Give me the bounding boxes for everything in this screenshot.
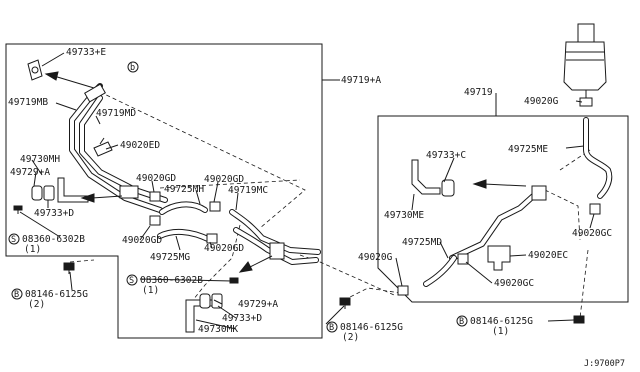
- screw-left-part: [13, 205, 23, 214]
- dashed-guide-lines: [69, 91, 591, 319]
- callout-b-mid-letter: B: [329, 323, 334, 333]
- label-49719mc: 49719MC: [228, 185, 268, 196]
- label-bolt-left-qty: (2): [28, 299, 45, 310]
- label-49730me: 49730ME: [384, 210, 424, 221]
- callout-circle-s-left: [8, 233, 20, 245]
- left-pipe-assembly: [69, 83, 168, 213]
- callout-b-letter: b: [130, 63, 135, 73]
- hose-49725md: [423, 255, 457, 287]
- grommet-49729a-left: [31, 185, 43, 201]
- callout-b-right-letter: B: [459, 317, 464, 327]
- label-49725me: 49725ME: [508, 144, 548, 155]
- label-bolt-left: 08146-6125G: [25, 289, 88, 300]
- label-49725mh: 49725MH: [164, 184, 204, 195]
- label-bolt-mid-qty: (2): [342, 332, 359, 343]
- label-49733d-mid: 49733+D: [222, 313, 262, 324]
- label-49020g-mid: 49020G: [358, 252, 393, 263]
- clamp-49020gc-right: [589, 203, 601, 215]
- hose-49725mg: [157, 228, 213, 243]
- bracket-49020ec: [487, 245, 511, 271]
- label-screw-left: 08360-6302B: [22, 234, 85, 245]
- label-49020ed: 49020ED: [120, 140, 160, 151]
- label-screw-mid-qty: (1): [142, 285, 159, 296]
- label-49020g-top: 49020G: [524, 96, 559, 107]
- left-assembly-frame: [5, 43, 323, 339]
- bolt-left-part: [63, 262, 75, 274]
- diagram-code: J:9700P7: [584, 359, 625, 369]
- label-49020gd-b: 49020GD: [204, 174, 244, 185]
- label-bolt-right-qty: (1): [492, 326, 509, 337]
- label-49733e: 49733+E: [66, 47, 106, 58]
- label-bolt-mid: 08146-6125G: [340, 322, 403, 333]
- right-assembly-frame: [377, 115, 629, 303]
- label-49733d-left: 49733+D: [34, 208, 74, 219]
- clamp-49020gd-c: [149, 215, 161, 226]
- label-49729a-mid: 49729+A: [238, 299, 278, 310]
- callout-b-left-letter: B: [14, 290, 19, 300]
- label-screw-mid: 08360-6302B: [140, 275, 203, 286]
- callout-circle-b-right: [456, 315, 468, 327]
- callout-circle-b: [127, 61, 139, 73]
- label-49020gc-right: 49020GC: [572, 228, 612, 239]
- label-49020gc-mid: 49020GC: [494, 278, 534, 289]
- label-49725mg: 49725MG: [150, 252, 190, 263]
- label-49733c: 49733+C: [426, 150, 466, 161]
- label-49725md: 49725MD: [402, 237, 442, 248]
- pipe-49719: [449, 185, 547, 261]
- callout-circle-b-mid: [326, 321, 338, 333]
- grommet-49733c: [441, 179, 455, 197]
- label-49020gd-a: 49020GD: [136, 173, 176, 184]
- callout-circle-s-mid: [126, 274, 138, 286]
- label-49719a: 49719+A: [341, 75, 381, 86]
- bolt-right-part: [573, 315, 585, 324]
- label-49719mb: 49719MB: [8, 97, 48, 108]
- arrow-to-bracket-right: [472, 179, 527, 189]
- label-49730mh: 49730MH: [20, 154, 60, 165]
- hose-49725mh: [159, 201, 208, 215]
- clamp-49020gd-d: [206, 233, 218, 244]
- hose-49725me: [583, 117, 613, 199]
- callout-s-left-letter: S: [11, 235, 16, 245]
- callout-circle-b-left: [11, 288, 23, 300]
- label-49020gd-c: 49020GD: [122, 235, 162, 246]
- bracket-49730me: [411, 159, 441, 195]
- pipe-49719mc: [229, 209, 321, 265]
- clip-49020ed: [93, 137, 113, 157]
- label-49719: 49719: [464, 87, 493, 98]
- arrow-to-bracket-mid: [238, 255, 273, 273]
- label-screw-left-qty: (1): [24, 244, 41, 255]
- clip-49733e: [27, 59, 43, 81]
- label-49719md: 49719MD: [96, 108, 136, 119]
- label-49730mk: 49730MK: [198, 324, 238, 335]
- clamp-49020gc-mid: [457, 253, 469, 265]
- arrow-to-clip-49733e: [44, 71, 95, 89]
- reservoir-tank: [563, 23, 607, 98]
- callout-s-mid-letter: S: [129, 276, 134, 286]
- clamp-49020g-mid: [397, 285, 409, 296]
- clamp-49020gd-a: [149, 191, 161, 202]
- clamp-49020gd-b: [209, 201, 221, 212]
- label-49729a-left: 49729+A: [10, 167, 50, 178]
- label-49020ec: 49020EC: [528, 250, 568, 261]
- bolt-mid-part: [339, 297, 351, 309]
- grommet-49733d-left: [43, 185, 55, 201]
- leader-lines: [19, 52, 595, 330]
- label-bolt-right: 08146-6125G: [470, 316, 533, 327]
- grommet-49729a-mid: [199, 293, 211, 309]
- label-49020gd-d: 49020GD: [204, 243, 244, 254]
- arrow-to-bracket-left: [80, 193, 123, 203]
